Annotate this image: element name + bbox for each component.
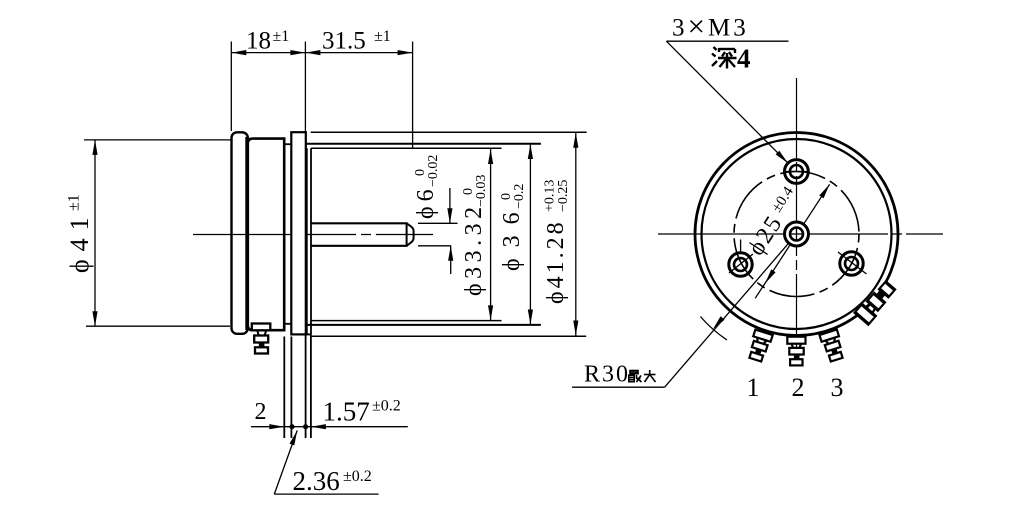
svg-text:1.57: 1.57 xyxy=(323,397,370,427)
svg-text:±0.2: ±0.2 xyxy=(372,398,401,415)
svg-text:R30: R30 xyxy=(584,362,630,388)
svg-text:ϕ36: ϕ36 xyxy=(499,201,525,271)
svg-text:±1: ±1 xyxy=(374,28,391,45)
svg-text:ϕ33.32: ϕ33.32 xyxy=(461,202,487,296)
svg-text:31.5: 31.5 xyxy=(322,28,366,55)
svg-text:−0.2: −0.2 xyxy=(512,184,527,209)
svg-text:3: 3 xyxy=(831,373,844,402)
svg-text:+0.13: +0.13 xyxy=(543,180,558,212)
svg-text:2: 2 xyxy=(255,399,267,425)
svg-text:0: 0 xyxy=(461,188,476,195)
svg-text:0: 0 xyxy=(413,169,428,176)
svg-text:2: 2 xyxy=(792,373,805,402)
svg-text:2.36: 2.36 xyxy=(293,466,340,496)
svg-text:−0.02: −0.02 xyxy=(426,155,441,187)
svg-text:18: 18 xyxy=(246,28,271,55)
svg-text:ϕ6: ϕ6 xyxy=(413,184,439,219)
svg-text:−0.25: −0.25 xyxy=(556,180,571,212)
svg-text:±0.2: ±0.2 xyxy=(343,468,372,485)
svg-text:4: 4 xyxy=(737,44,751,74)
svg-text:1: 1 xyxy=(747,373,760,402)
svg-text:±1: ±1 xyxy=(273,28,290,45)
svg-text:ϕ41: ϕ41 xyxy=(65,209,94,273)
svg-text:−0.03: −0.03 xyxy=(474,175,489,207)
svg-text:±1: ±1 xyxy=(66,194,83,211)
svg-text:3×M3: 3×M3 xyxy=(672,9,749,44)
svg-text:0: 0 xyxy=(499,193,514,200)
svg-text:ϕ41.28: ϕ41.28 xyxy=(543,219,569,304)
